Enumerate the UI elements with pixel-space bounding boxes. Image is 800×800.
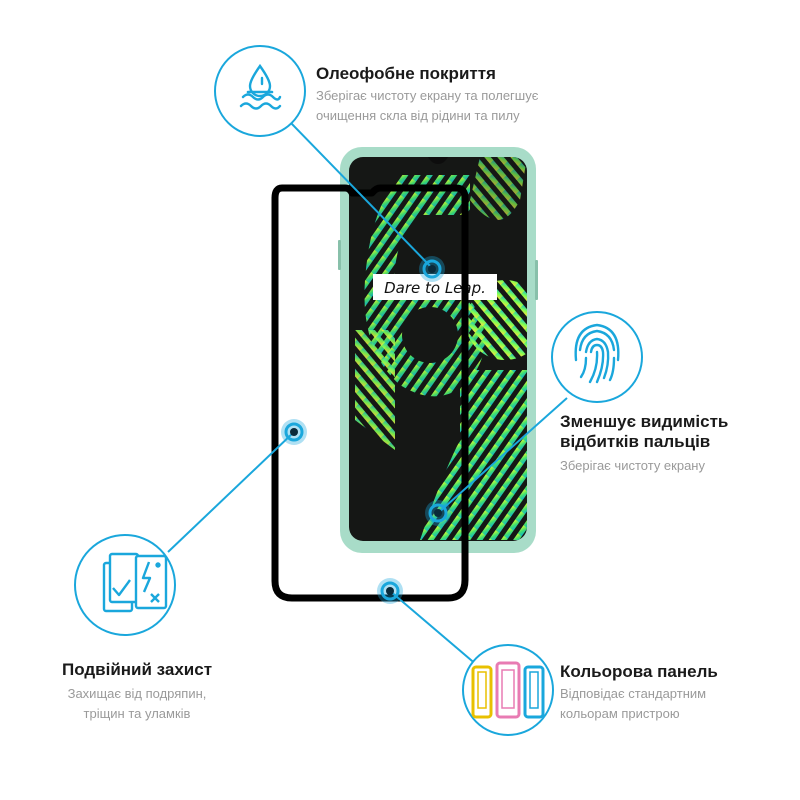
smartphone: Dare to Leap. <box>338 147 538 553</box>
connector-oleophobic <box>289 121 433 269</box>
screen-protector-frame <box>271 184 469 602</box>
connector-lines <box>167 121 568 667</box>
phone-screen: Dare to Leap. <box>349 157 527 541</box>
feature-desc-line-1: Зберігає чистоту екрану <box>560 458 705 473</box>
feature-color-panel: Кольорова панель Відповідає стандартним … <box>560 662 790 724</box>
icon-circle-double-protection <box>74 534 176 636</box>
feature-desc-line-1: Зберігає чистоту екрану та полегшує <box>316 88 539 103</box>
connector-dots <box>281 256 451 604</box>
feature-title-line-2: відбитків пальців <box>560 432 711 451</box>
feature-desc-line-2: кольорам пристрою <box>560 706 680 721</box>
feature-title: Кольорова панель <box>560 662 718 681</box>
dot-frame-left <box>281 419 307 445</box>
feature-title: Подвійний захист <box>61 660 213 679</box>
water-drop-icon <box>239 63 282 110</box>
fingerprint-icon <box>574 323 620 384</box>
connector-double-protection <box>167 431 295 553</box>
feature-desc-line-1: Захищає від подряпин, <box>67 686 207 701</box>
connector-color-panel <box>389 590 479 667</box>
screen-badge <box>373 274 497 300</box>
feature-desc-line-1: Відповідає стандартним <box>560 686 707 701</box>
icon-circle-fingerprint <box>551 311 643 403</box>
icon-circle-color-panel <box>462 644 554 736</box>
feature-title-line-1: Зменшує видимість <box>560 412 729 431</box>
dot-screen-center <box>419 256 445 282</box>
feature-fingerprint: Зменшує видимість відбитків пальців Збер… <box>560 412 790 476</box>
dot-screen-bottom-right <box>425 500 451 526</box>
color-panel-icon <box>471 661 545 719</box>
phone-side-button-right <box>535 260 538 300</box>
feature-title: Олеофобне покриття <box>316 64 496 83</box>
dot-frame-bottom <box>377 578 403 604</box>
feature-desc-line-2: очищення скла від рідини та пилу <box>316 108 520 123</box>
double-protection-icon <box>102 552 168 613</box>
feature-oleophobic: Олеофобне покриття Зберігає чистоту екра… <box>316 64 616 126</box>
feature-desc-line-2: тріщин та уламків <box>83 706 191 721</box>
icon-circle-oleophobic <box>214 45 306 137</box>
feature-double-protection: Подвійний захист Захищає від подряпин, т… <box>37 660 237 724</box>
phone-side-button <box>338 240 341 270</box>
connector-fingerprint <box>437 397 568 514</box>
screen-badge-text: Dare to Leap. <box>384 279 486 297</box>
camera-notch <box>428 157 448 164</box>
